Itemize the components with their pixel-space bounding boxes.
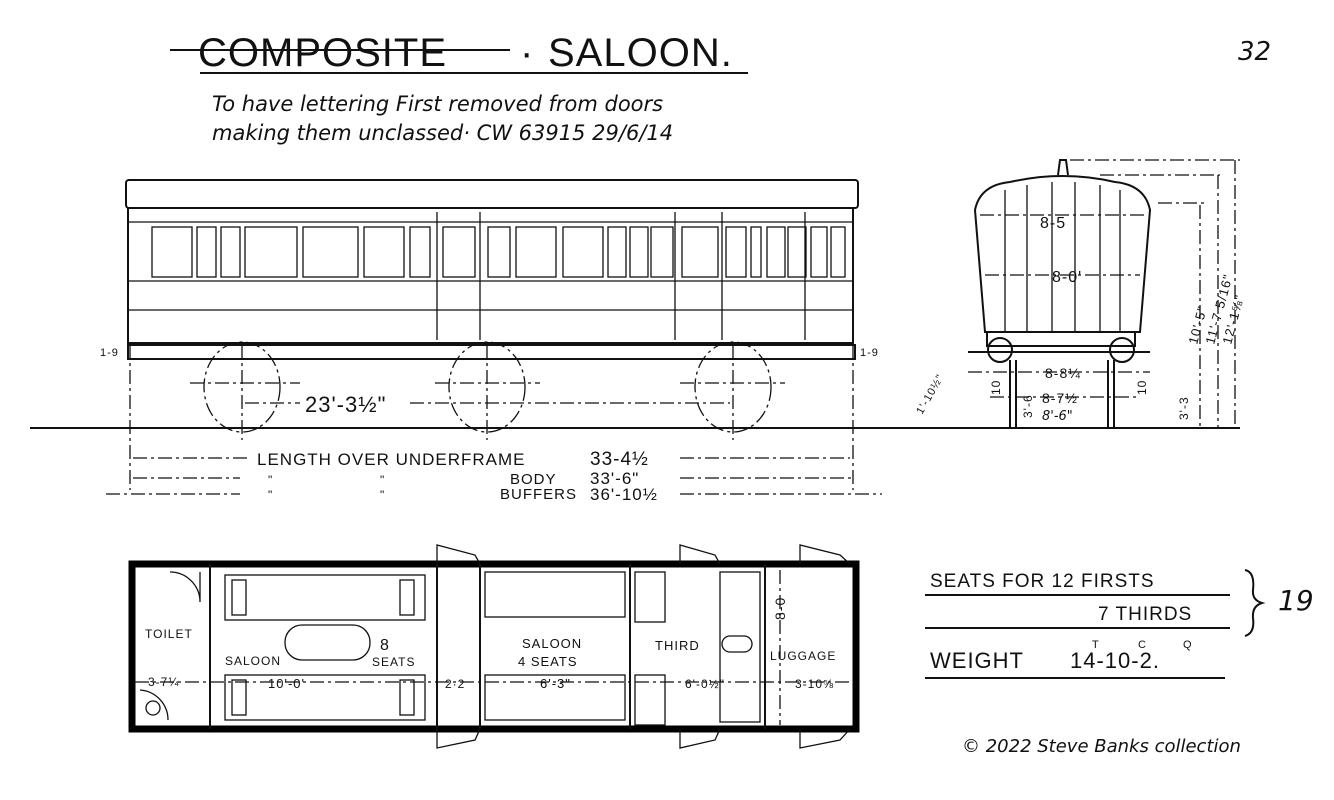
seats-thirds: 7 THIRDS xyxy=(1098,604,1192,625)
width-footboard: 8-7½ xyxy=(1042,390,1078,406)
third-label: THIRD xyxy=(655,638,700,653)
dim-luggage: 3-10⅝ xyxy=(795,677,834,691)
weight-unit-qtr: Q xyxy=(1183,639,1193,651)
saloon1-seat-count: 8 xyxy=(380,637,390,654)
summary: SEATS FOR 12 FIRSTS 7 THIRDS 19 WEIGHT 1… xyxy=(925,569,1314,679)
step-height: 1'-10½" xyxy=(914,372,946,416)
note-line-1: To have lettering First removed from doo… xyxy=(212,92,663,116)
note-line-2: making them unclassed· CW 63915 29/6/14 xyxy=(212,121,673,145)
weight-value: 14-10-2. xyxy=(1070,648,1160,673)
dim-saloon1: 10'-0' xyxy=(268,676,305,691)
overhang-left: 1-9 xyxy=(100,347,119,359)
width-body: 8-0' xyxy=(1052,269,1082,286)
side-elevation: 23'-3½" 1-9 1-9 LENGTH OVER UNDERFRAME 3… xyxy=(30,179,1000,504)
buffers-label: BUFFERS xyxy=(500,486,577,503)
dim-third: 6'-0½" xyxy=(685,677,725,691)
floor-plan: TOILET SALOON 8 SEATS SALOON 4 SEATS THI… xyxy=(128,544,860,749)
plan-width: 8-0 xyxy=(772,597,788,620)
buffers-length-value: 36'-10½ xyxy=(590,485,658,504)
weight-unit-tons: T xyxy=(1092,639,1100,651)
wheelbase-dimension: 23'-3½" xyxy=(305,392,386,417)
height-floor: 3'-6 xyxy=(1021,394,1035,418)
ditto-mark: " xyxy=(268,488,273,502)
luggage-label: LUGGAGE xyxy=(770,649,836,663)
weight-unit-cwt: C xyxy=(1138,639,1147,651)
body-length-value: 33'-6" xyxy=(590,469,639,488)
step-right: 10 xyxy=(1135,380,1149,395)
title-main: SALOON. xyxy=(548,31,733,75)
ditto-mark: " xyxy=(380,473,385,487)
title-struck: COMPOSITE xyxy=(198,31,447,75)
ditto-mark: " xyxy=(380,488,385,502)
dim-vestibule: 2·2 xyxy=(445,677,465,691)
height-buffer: 3'-3 xyxy=(1177,396,1191,420)
length-underframe-label: LENGTH OVER UNDERFRAME xyxy=(257,450,526,469)
saloon1-label: SALOON xyxy=(225,654,281,668)
step-left: 10 xyxy=(989,380,1003,395)
width-buffers: 8'-6" xyxy=(1042,409,1073,424)
seats-firsts: SEATS FOR 12 FIRSTS xyxy=(930,571,1155,592)
saloon2-label: SALOON xyxy=(522,636,582,651)
copyright-notice: © 2022 Steve Banks collection xyxy=(962,736,1241,757)
title-separator: · xyxy=(520,31,534,75)
ditto-mark: " xyxy=(268,473,273,487)
page-number: 32 xyxy=(1238,37,1271,67)
width-steps: 8-8¼ xyxy=(1045,365,1081,381)
end-elevation: 8-5 8-0' 8-8¼ 8-7½ 8'-6" 3'-6 3'-3 10'-5… xyxy=(914,159,1247,429)
saloon2-seats: 4 SEATS xyxy=(518,654,578,669)
weight-label: WEIGHT xyxy=(930,648,1024,673)
saloon1-seats-label: SEATS xyxy=(372,655,415,669)
seats-total: 19 xyxy=(1278,584,1314,617)
length-underframe-value: 33-4½ xyxy=(590,449,649,470)
toilet-label: TOILET xyxy=(145,627,193,641)
dim-toilet: 3-7¼ xyxy=(148,675,179,689)
width-cornice: 8-5 xyxy=(1040,215,1066,232)
overhang-right: 1-9 xyxy=(860,347,879,359)
body-label: BODY xyxy=(510,471,557,488)
dim-saloon2: 6'-3" xyxy=(540,676,571,691)
